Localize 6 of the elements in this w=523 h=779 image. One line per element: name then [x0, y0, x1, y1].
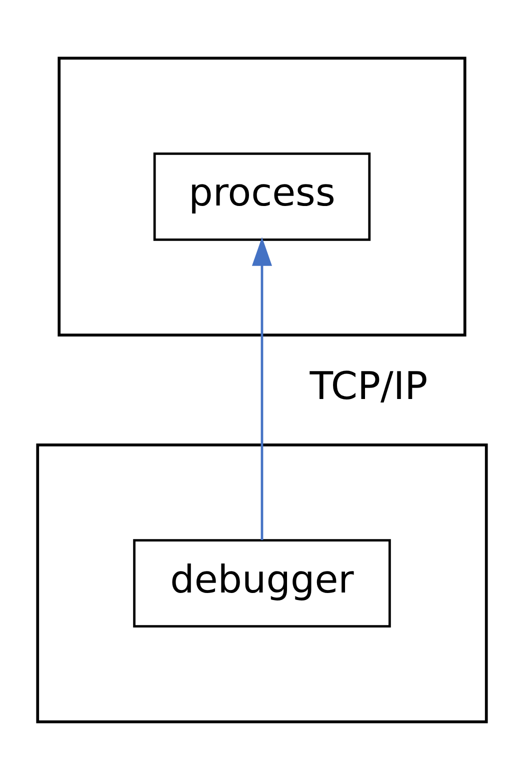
- node-box: process: [152, 152, 370, 240]
- arrow: [251, 236, 272, 540]
- cluster: [36, 442, 488, 723]
- node-box: debugger: [132, 538, 390, 627]
- cluster: [57, 56, 466, 336]
- edge-label: TCP/IP: [309, 364, 428, 409]
